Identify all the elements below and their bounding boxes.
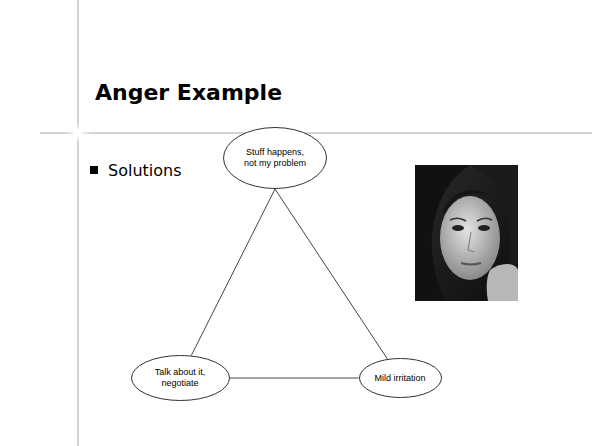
frame-line [78, 0, 79, 446]
frame-line [40, 133, 592, 134]
ellipse-node: Stuff happens, not my problem [223, 127, 327, 189]
glow [74, 129, 82, 137]
triangle-side [275, 189, 387, 359]
triangle-side [191, 189, 275, 356]
node-text: Stuff happens, not my problem [242, 147, 308, 169]
glow [64, 130, 92, 136]
bullet [90, 166, 98, 174]
portrait-photo [415, 165, 518, 301]
node-text: Talk about it, negotiate [149, 367, 211, 389]
slide-title: Anger Example [95, 80, 282, 105]
bullet-text: Solutions [108, 161, 182, 180]
triangle-side [230, 378, 359, 379]
ellipse-node: Mild irritation [359, 358, 442, 398]
node-text: Mild irritation [374, 373, 425, 384]
ellipse-node: Talk about it, negotiate [131, 355, 230, 401]
